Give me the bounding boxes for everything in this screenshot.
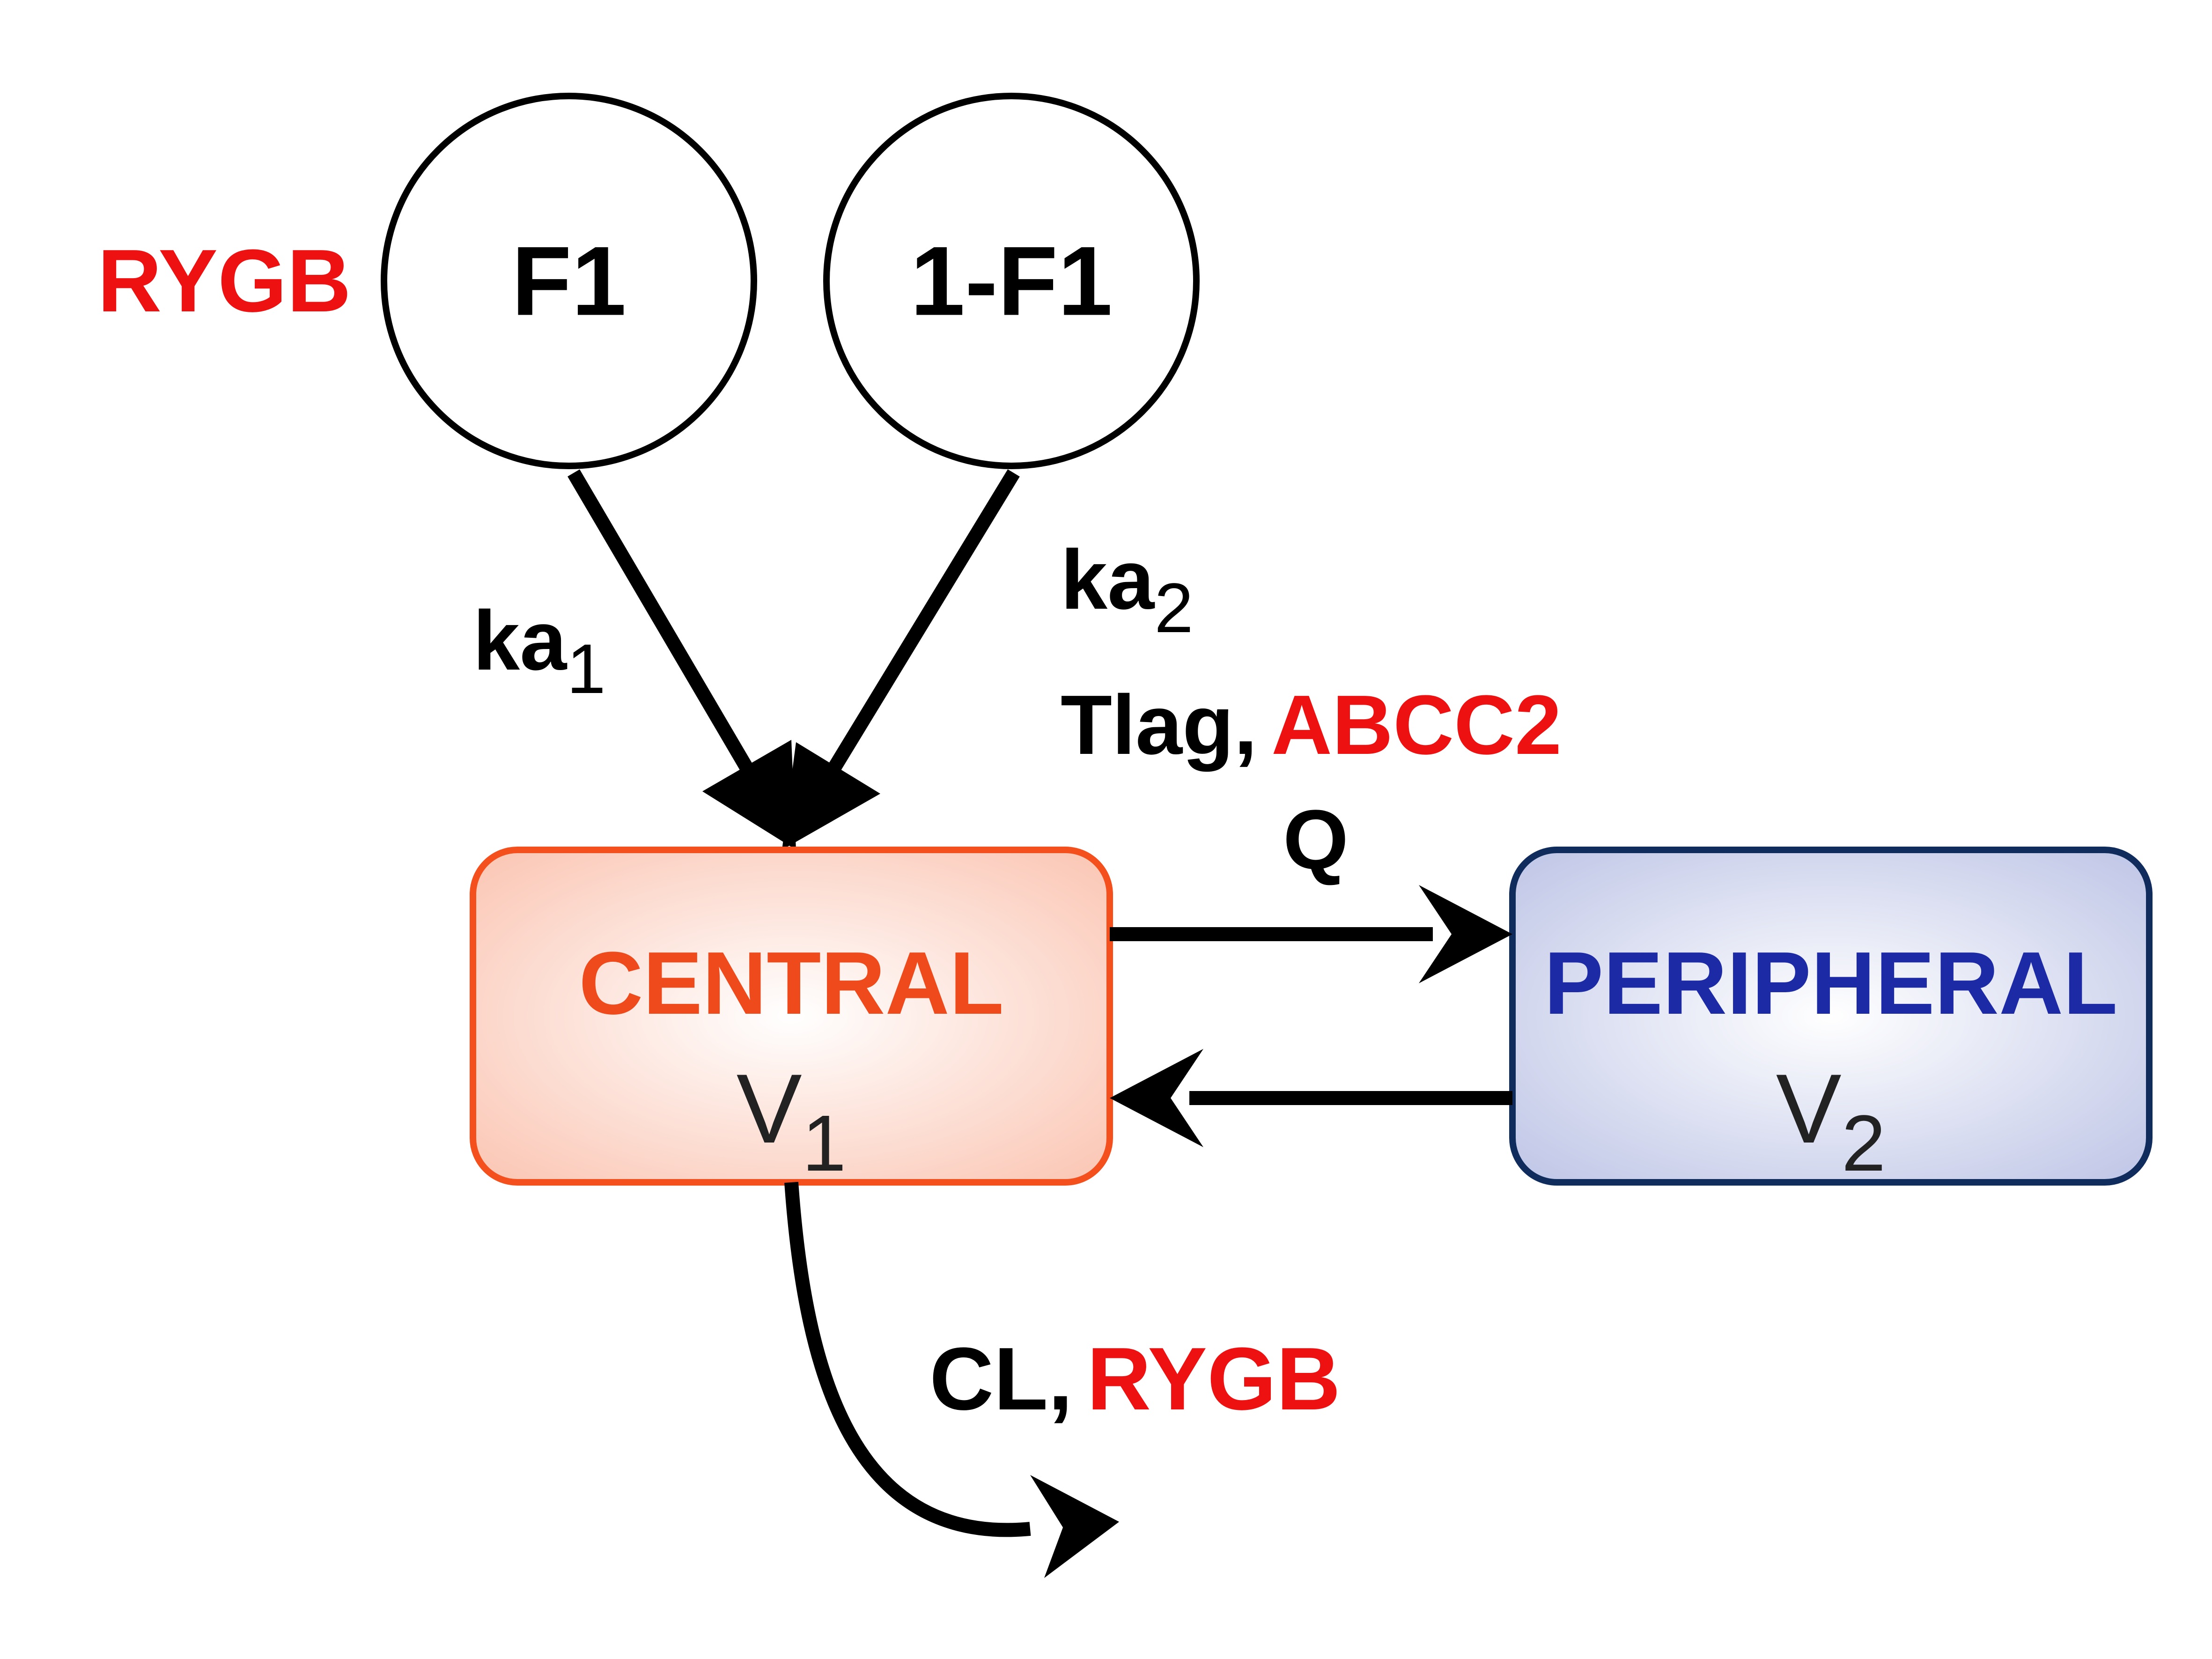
depot-f1: F1 <box>381 93 757 469</box>
depot-one-minus-f1-circle <box>823 93 1200 469</box>
ka2-label: ka2 <box>1061 533 1194 647</box>
ka2-base: ka <box>1061 533 1155 627</box>
depot-f1-label: F1 <box>511 226 626 336</box>
central-title: CENTRAL <box>579 934 1004 1033</box>
ka1-sub: 1 <box>567 629 605 708</box>
central-compartment: CENTRAL V1 <box>470 847 1113 1188</box>
arrow-peripheral-to-central <box>1110 1049 1512 1147</box>
ka1-label: ka1 <box>473 594 606 708</box>
arrow-central-to-peripheral <box>1110 885 1512 983</box>
central-volume-base: V <box>737 1054 802 1164</box>
cl-text: CL, <box>929 1329 1073 1429</box>
central-volume: V1 <box>737 1054 847 1188</box>
peripheral-compartment: PERIPHERAL V2 <box>1509 847 2153 1188</box>
peripheral-title: PERIPHERAL <box>1544 934 2118 1033</box>
tlag-text: Tlag, <box>1061 678 1257 772</box>
q-label: Q <box>1283 793 1349 887</box>
ka2-sub: 2 <box>1154 568 1193 647</box>
peripheral-volume-sub: 2 <box>1842 1099 1886 1188</box>
peripheral-volume-base: V <box>1776 1054 1842 1164</box>
depot-one-minus-f1-label: 1-F1 <box>910 226 1113 336</box>
cl-covariate: RYGB <box>1087 1329 1341 1429</box>
absorption-arrow-ka1 <box>568 469 796 850</box>
absorption-arrow-ka2 <box>782 469 1020 850</box>
elimination-label: CL,RYGB <box>929 1329 1341 1429</box>
peripheral-box <box>1509 847 2153 1186</box>
depot-f1-circle <box>381 93 757 469</box>
peripheral-volume: V2 <box>1776 1054 1886 1188</box>
central-volume-sub: 1 <box>802 1099 847 1188</box>
depot-one-minus-f1: 1-F1 <box>823 93 1200 469</box>
elimination-arrow <box>784 1181 1119 1578</box>
depot-covariate: RYGB <box>97 231 351 331</box>
ka1-base: ka <box>473 594 568 688</box>
tlag-label: Tlag,ABCC2 <box>1061 678 1562 772</box>
tlag-covariate: ABCC2 <box>1271 678 1562 772</box>
